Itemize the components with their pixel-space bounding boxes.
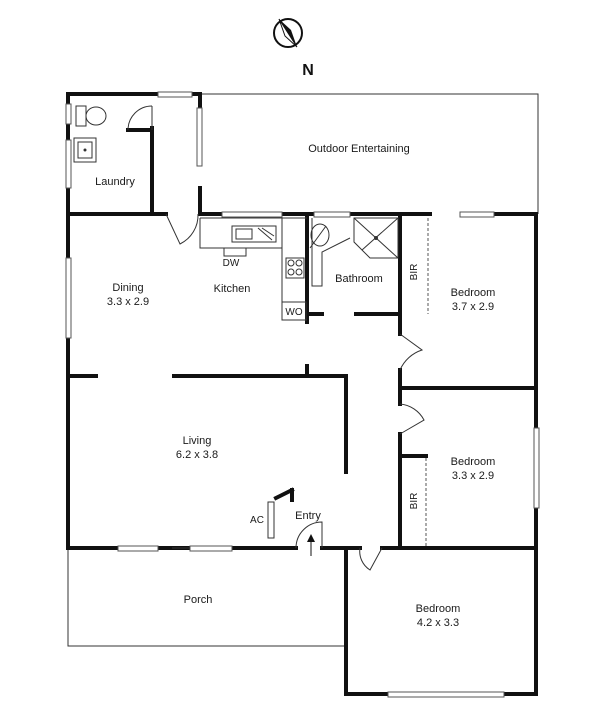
interior-walls — [66, 126, 538, 550]
dining-size: 3.3 x 2.9 — [107, 296, 149, 308]
cooktop-icon — [285, 257, 305, 279]
laundry-label: Laundry — [95, 176, 135, 188]
basin-icon — [309, 218, 351, 287]
bedroom-3-size: 4.2 x 3.3 — [417, 617, 459, 629]
toilet-icon — [75, 105, 107, 127]
sink-icon — [231, 225, 277, 243]
porch-label: Porch — [184, 594, 213, 606]
ac-unit-box — [267, 501, 275, 539]
living-size: 6.2 x 3.8 — [176, 449, 218, 461]
entry-label: Entry — [295, 510, 321, 522]
porch-area — [67, 548, 345, 647]
built-in-robes — [425, 218, 429, 546]
wall-oven-box — [281, 301, 307, 321]
dishwasher-label: DW — [223, 258, 240, 269]
ac-label: AC — [250, 515, 264, 526]
kitchen-label: Kitchen — [214, 283, 251, 295]
doors — [127, 105, 425, 571]
outdoor-entertaining-label: Outdoor Entertaining — [308, 143, 410, 155]
bir-1-label: BIR — [409, 264, 420, 281]
dining-label: Dining — [112, 282, 143, 294]
bathroom-label: Bathroom — [335, 273, 383, 285]
bedroom-1-label: Bedroom — [451, 287, 496, 299]
exterior-walls — [66, 92, 538, 696]
outdoor-area — [200, 93, 539, 214]
shower-icon — [353, 217, 399, 259]
entry-arrow-icon — [307, 534, 315, 556]
laundry-tub-icon — [73, 137, 97, 163]
bedroom-3-label: Bedroom — [416, 603, 461, 615]
bedroom-2-label: Bedroom — [451, 456, 496, 468]
dishwasher-box — [223, 247, 247, 257]
bedroom-2-size: 3.3 x 2.9 — [452, 470, 494, 482]
compass-north-label: N — [302, 62, 314, 79]
living-label: Living — [183, 435, 212, 447]
bedroom-1-size: 3.7 x 2.9 — [452, 301, 494, 313]
compass-icon — [273, 18, 303, 48]
wall-oven-label: WO — [285, 307, 302, 318]
windows — [65, 91, 540, 698]
bir-2-label: BIR — [409, 493, 420, 510]
